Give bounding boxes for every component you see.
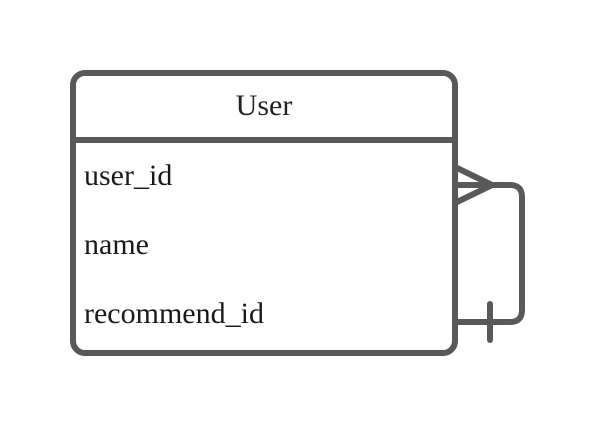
attribute-user-id: user_id [84, 159, 173, 192]
crows-foot-many-marker [452, 164, 495, 206]
entity-box-user[interactable] [70, 70, 458, 356]
entity-title: User [235, 89, 293, 122]
self-relationship-connector[interactable] [452, 182, 525, 325]
attribute-recommend-id: recommend_id [84, 297, 264, 330]
relationship-loop-path [452, 182, 525, 325]
attribute-name: name [84, 228, 149, 261]
